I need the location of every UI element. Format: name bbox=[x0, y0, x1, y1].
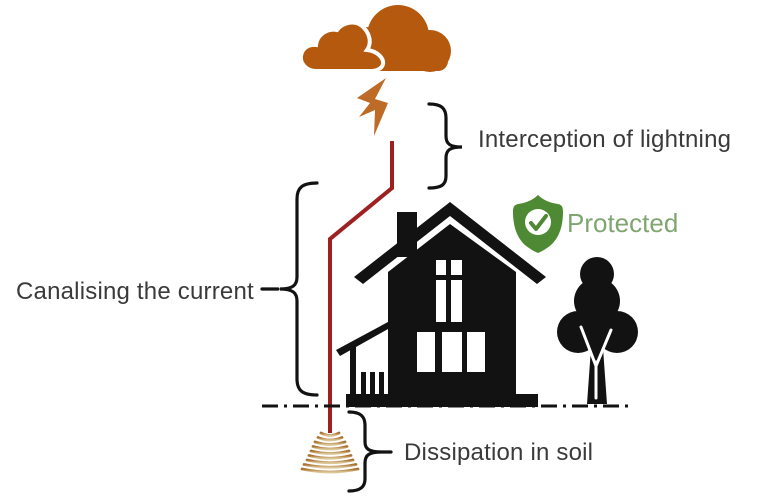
house-porch-roof bbox=[336, 322, 388, 356]
house-railing bbox=[361, 372, 366, 394]
shield-check-circle bbox=[525, 209, 551, 235]
brace-canalising bbox=[260, 181, 319, 397]
lightning-bolt-icon bbox=[357, 78, 388, 136]
storm-cloud-icon bbox=[298, 5, 451, 73]
dissipation-label: Dissipation in soil bbox=[404, 439, 594, 466]
shield-check-icon bbox=[513, 195, 563, 253]
house-porch-post bbox=[350, 346, 356, 394]
interception-label: Interception of lightning bbox=[478, 126, 732, 153]
tree-branches bbox=[579, 325, 613, 400]
house-roof bbox=[354, 202, 546, 284]
brace-interception bbox=[427, 102, 463, 190]
house-icon bbox=[336, 202, 546, 407]
protected-label: Protected bbox=[567, 208, 679, 238]
house-railing bbox=[370, 372, 375, 394]
shield-check-mark bbox=[529, 214, 548, 231]
window-mullion bbox=[446, 260, 451, 322]
house-base-slab bbox=[346, 394, 538, 407]
cloud-small bbox=[298, 20, 386, 73]
house-railing bbox=[379, 372, 384, 394]
canalising-label: Canalising the current bbox=[16, 278, 254, 305]
brace-dissipation bbox=[347, 410, 393, 493]
window-mullion bbox=[436, 275, 462, 280]
earth-electrode-coil-icon bbox=[300, 431, 360, 474]
tree-icon bbox=[557, 257, 638, 404]
down-conductor-line bbox=[328, 141, 394, 433]
